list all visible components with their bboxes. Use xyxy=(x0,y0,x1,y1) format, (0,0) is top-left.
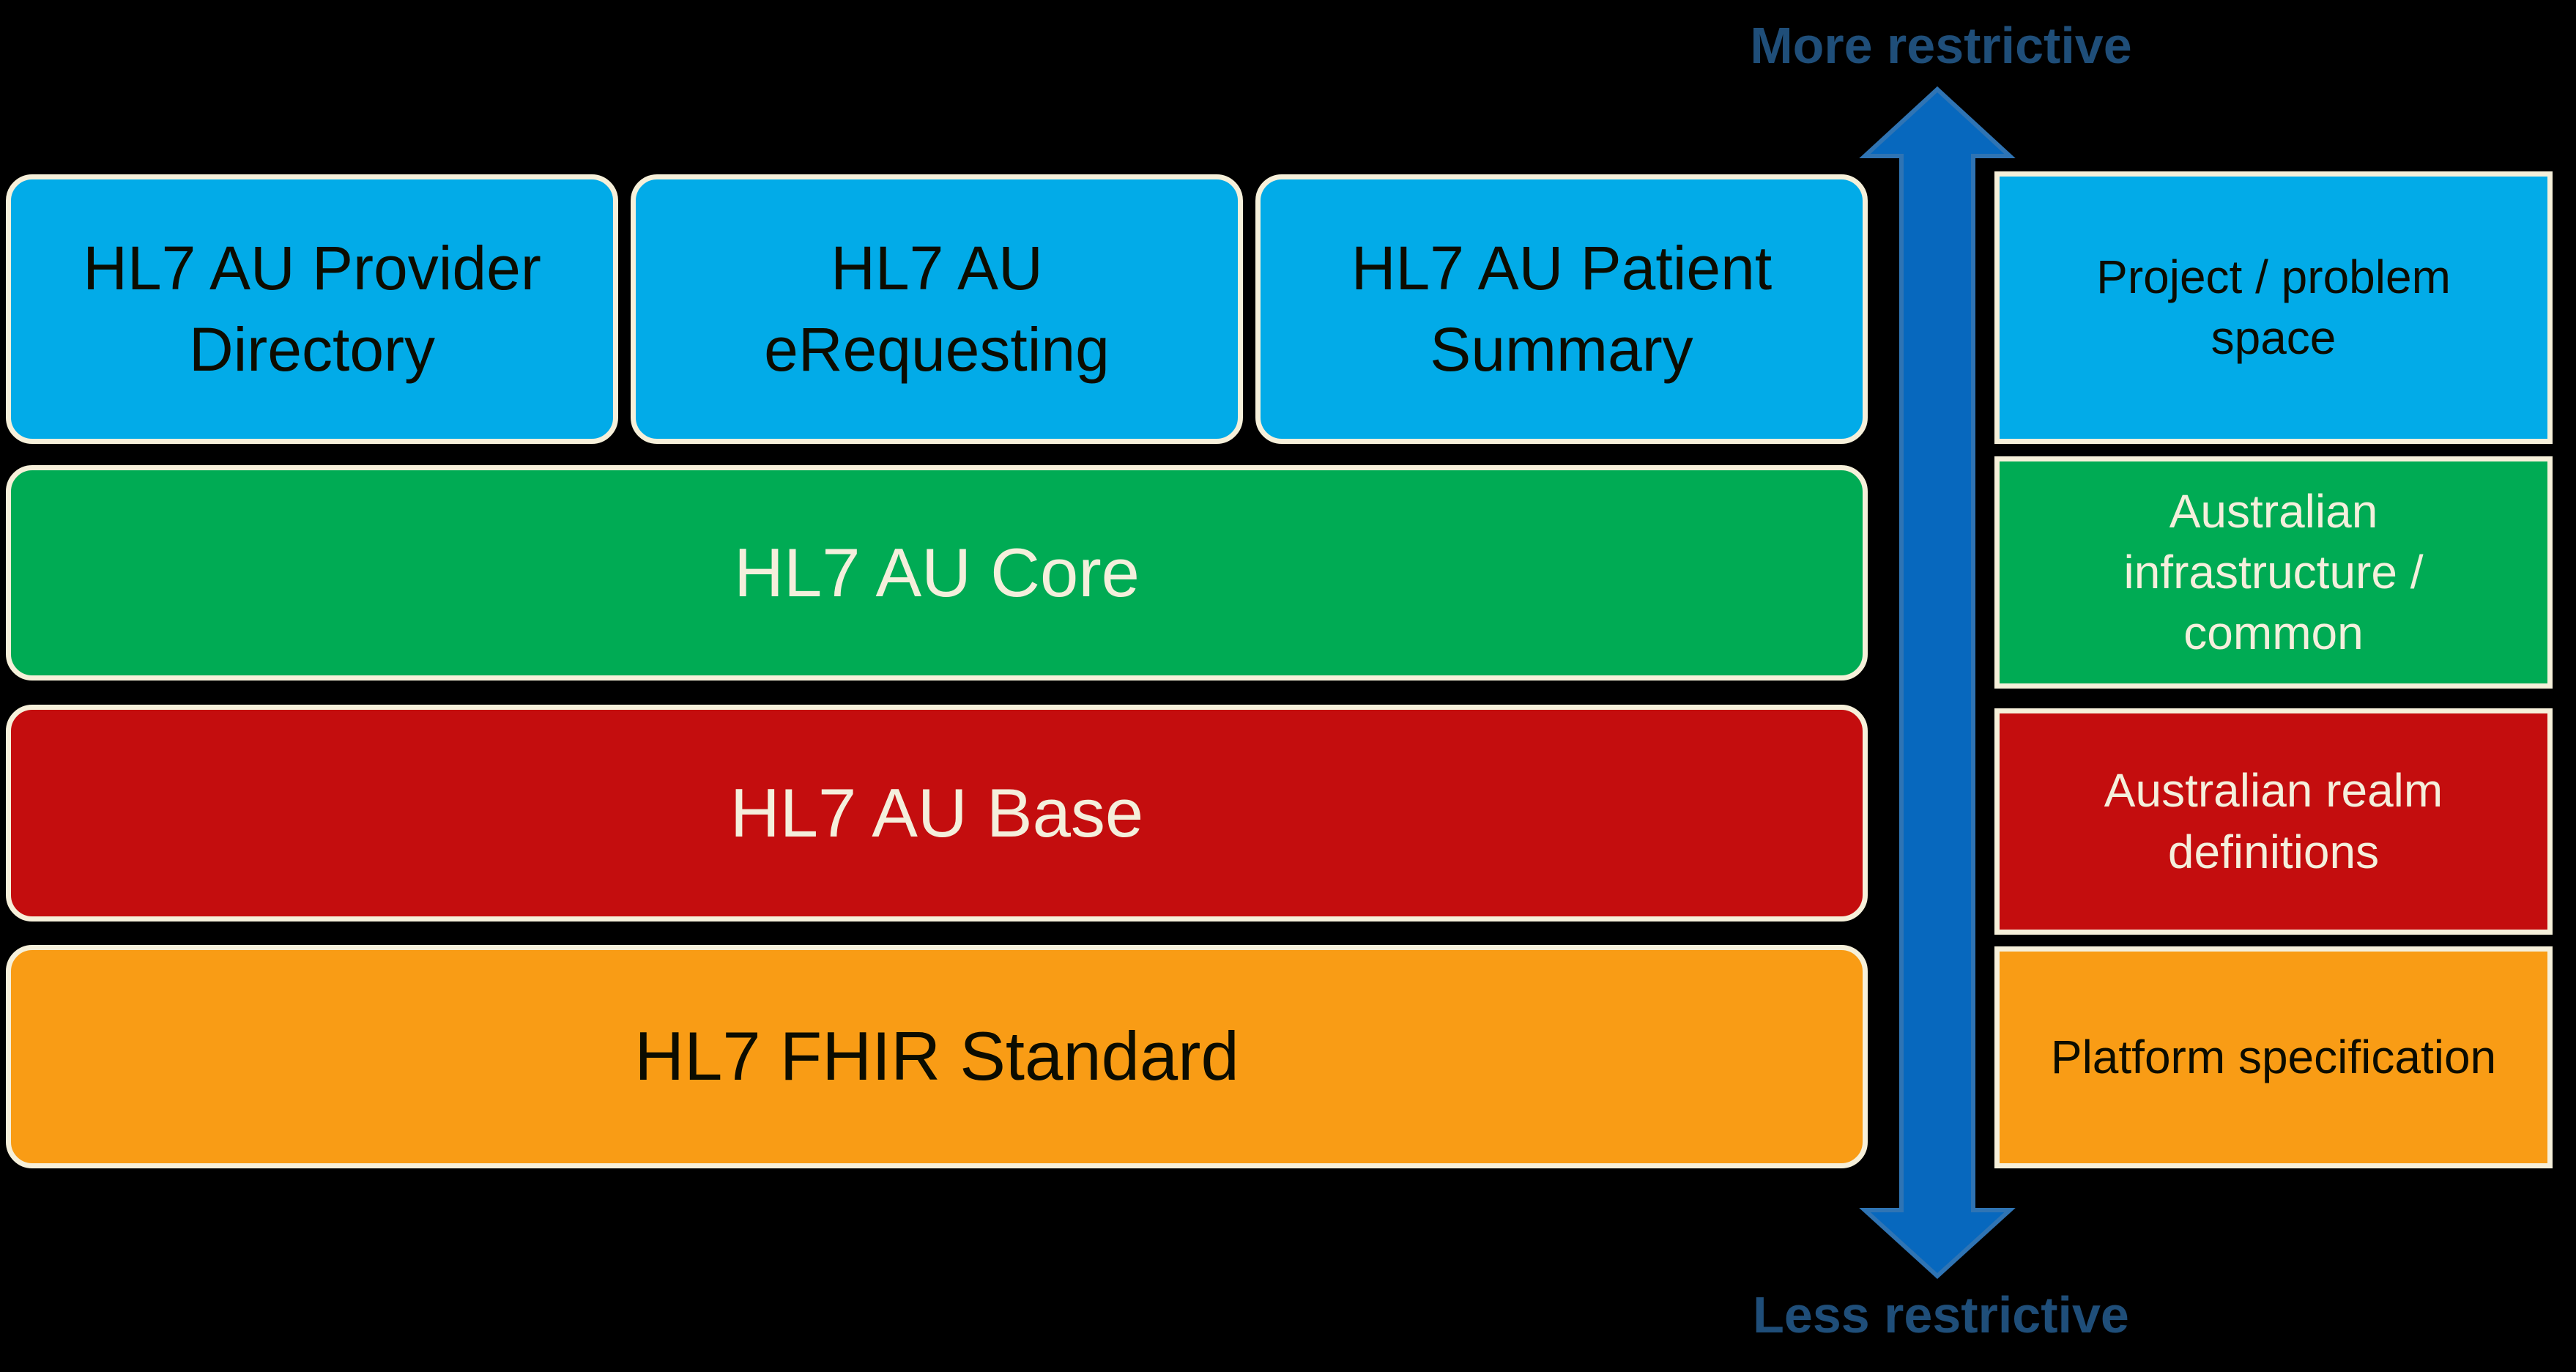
box-label: HL7 AU Base xyxy=(730,774,1144,851)
box-label: HL7 AU Core xyxy=(734,533,1140,611)
box-label: HL7 AU Provider Directory xyxy=(83,234,541,384)
box-label: HL7 AU eRequesting xyxy=(764,234,1110,384)
box-project-problem-space: Project / problem space xyxy=(1994,171,2553,444)
box-australian-infrastructure-common: Australian infrastructure / common xyxy=(1994,456,2553,689)
legend-label: Australian realm definitions xyxy=(2104,764,2443,878)
more-restrictive-label: More restrictive xyxy=(1750,17,2132,74)
box-label: HL7 FHIR Standard xyxy=(634,1017,1239,1095)
box-hl7-au-patient-summary: HL7 AU Patient Summary xyxy=(1255,174,1868,444)
box-hl7-fhir-standard: HL7 FHIR Standard xyxy=(6,945,1868,1168)
box-platform-specification: Platform specification xyxy=(1994,946,2553,1168)
box-hl7-au-provider-directory: HL7 AU Provider Directory xyxy=(6,174,618,444)
box-hl7-au-erequesting: HL7 AU eRequesting xyxy=(631,174,1243,444)
legend-label: Platform specification xyxy=(2050,1030,2497,1083)
double-arrow-icon xyxy=(1859,86,2016,1280)
box-hl7-au-base: HL7 AU Base xyxy=(6,705,1868,922)
legend-label: Australian infrastructure / common xyxy=(2123,484,2424,660)
legend-label: Project / problem space xyxy=(2096,250,2451,364)
box-label: HL7 AU Patient Summary xyxy=(1351,234,1773,384)
box-hl7-au-core: HL7 AU Core xyxy=(6,465,1868,681)
box-australian-realm-definitions: Australian realm definitions xyxy=(1994,708,2553,935)
less-restrictive-label: Less restrictive xyxy=(1753,1286,2129,1343)
